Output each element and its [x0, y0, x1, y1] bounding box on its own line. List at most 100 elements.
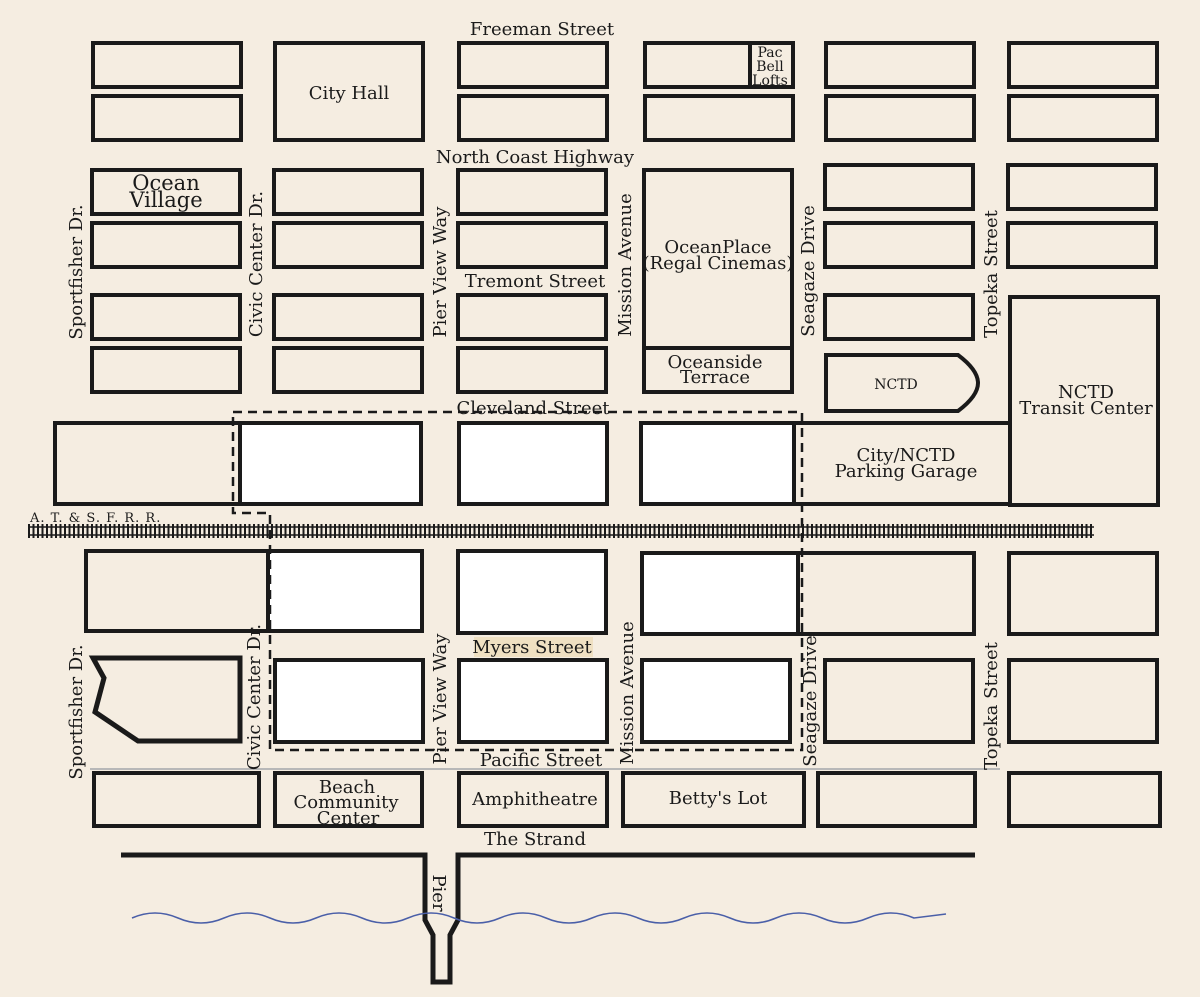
- highlighted-block: [273, 658, 425, 744]
- freeman-street-label: Freeman Street: [470, 19, 615, 40]
- block: [796, 551, 976, 636]
- block: [92, 771, 261, 828]
- blocks-row-2: [90, 163, 1160, 507]
- pier-label: Pier: [428, 874, 449, 912]
- beach-community-label-line1: Beach: [319, 777, 376, 798]
- amphitheatre-block[interactable]: [457, 771, 609, 828]
- nctd-label: NCTD: [874, 377, 918, 393]
- ocean-village-label-line1: Ocean: [132, 171, 199, 195]
- seagaze-drive-label-south: Seagaze Drive: [800, 635, 821, 766]
- seagaze-drive-label-north: Seagaze Drive: [798, 205, 819, 336]
- highlighted-block: [456, 549, 608, 635]
- block: [823, 658, 975, 744]
- ocean-village-block[interactable]: [90, 168, 242, 216]
- highlighted-block: [238, 421, 423, 506]
- block: [457, 41, 609, 89]
- civic-center-dr-label-south: Civic Center Dr.: [244, 624, 265, 770]
- pier-view-way-label-north: Pier View Way: [430, 206, 451, 338]
- nctd-block[interactable]: [824, 353, 981, 413]
- topeka-street-label-south: Topeka Street: [981, 641, 1002, 769]
- mission-avenue-label-north: Mission Avenue: [615, 193, 636, 337]
- block: [272, 221, 424, 269]
- blocks-row-3: [53, 421, 1012, 506]
- block: [823, 221, 975, 269]
- highlighted-block: [640, 551, 800, 636]
- railroad-track: [28, 524, 1094, 538]
- nctd-transit-center-block[interactable]: [1008, 295, 1160, 507]
- block: [1007, 41, 1159, 89]
- parking-garage-label-line1: City/NCTD: [857, 445, 956, 466]
- myers-label-bg: [474, 637, 593, 657]
- city-hall-label: City Hall: [309, 83, 390, 104]
- bettys-lot-label: Betty's Lot: [669, 788, 768, 809]
- block: [1007, 94, 1159, 142]
- highlighted-block: [457, 658, 609, 744]
- study-area-boundary: [231, 410, 804, 752]
- the-strand-label: The Strand: [484, 829, 586, 850]
- block: [456, 346, 608, 394]
- block: [824, 94, 976, 142]
- block: [90, 293, 242, 341]
- block: [823, 293, 975, 341]
- blocks-row-5: [88, 655, 1159, 744]
- parking-garage-block[interactable]: [792, 421, 1012, 506]
- ocean-place-label-line2: (Regal Cinemas): [643, 253, 794, 274]
- tremont-street-label: Tremont Street: [465, 271, 606, 292]
- block: [1006, 163, 1158, 211]
- ocean-village-label-line2: Village: [128, 188, 202, 212]
- sportfisher-dr-label-north: Sportfisher Dr.: [66, 204, 87, 339]
- block: [643, 94, 795, 142]
- block: [456, 293, 608, 341]
- city-hall-block[interactable]: [273, 41, 425, 142]
- blocks-row-1: [91, 41, 1159, 142]
- oceanside-terrace-label-line1: Oceanside: [668, 352, 763, 373]
- block: [91, 41, 243, 89]
- block: [1006, 221, 1158, 269]
- mission-avenue-label-south: Mission Avenue: [617, 621, 638, 765]
- north-coast-highway-label: North Coast Highway: [436, 147, 635, 168]
- bettys-lot-block[interactable]: [621, 771, 806, 828]
- pac-bell-label-line3: Lofts: [752, 73, 788, 89]
- strand-and-pier: [121, 852, 975, 985]
- block: [272, 346, 424, 394]
- block: [456, 168, 608, 216]
- block: [824, 41, 976, 89]
- civic-center-dr-label-north: Civic Center Dr.: [246, 191, 267, 337]
- block: [91, 94, 243, 142]
- block: [1007, 658, 1159, 744]
- sportfisher-dr-label-south: Sportfisher Dr.: [66, 644, 87, 779]
- block: [90, 221, 242, 269]
- highlighted-block: [266, 549, 424, 633]
- block: [1007, 771, 1162, 828]
- topeka-street-label-north: Topeka Street: [981, 209, 1002, 337]
- beach-community-center-block[interactable]: [273, 771, 424, 828]
- block: [457, 94, 609, 142]
- beach-community-label-line2: Community: [293, 792, 399, 813]
- pacific-street-label: Pacific Street: [480, 750, 603, 771]
- myers-street-label: Myers Street: [472, 637, 592, 658]
- block: [643, 41, 795, 89]
- block: [90, 346, 242, 394]
- pac-bell-label-line2: Bell: [756, 59, 784, 75]
- block: [456, 221, 608, 269]
- parking-garage-label-line2: Parking Garage: [835, 461, 978, 482]
- amphitheatre-label: Amphitheatre: [471, 789, 598, 810]
- ocean-place-label-line1: OceanPlace: [664, 237, 771, 258]
- highlighted-block: [457, 421, 609, 506]
- block: [823, 163, 975, 211]
- block: [1007, 551, 1159, 636]
- shoreline: [131, 912, 947, 924]
- nctd-transit-label-line2: Transit Center: [1019, 398, 1153, 419]
- block: [88, 655, 243, 744]
- pier-view-way-label-south: Pier View Way: [430, 633, 451, 765]
- beach-community-label-line3: Center: [317, 808, 380, 829]
- highlighted-block: [639, 421, 796, 506]
- railroad-label: A. T. & S. F. R. R.: [29, 511, 161, 526]
- oceanside-terrace-label-line2: Terrace: [680, 367, 750, 388]
- pac-bell-label-line1: Pac: [758, 45, 783, 61]
- highlighted-block: [640, 658, 792, 744]
- blocks-row-4: [84, 549, 1159, 636]
- cleveland-street-label: Cleveland Street: [456, 398, 610, 419]
- oceanside-terrace-block[interactable]: [642, 346, 794, 394]
